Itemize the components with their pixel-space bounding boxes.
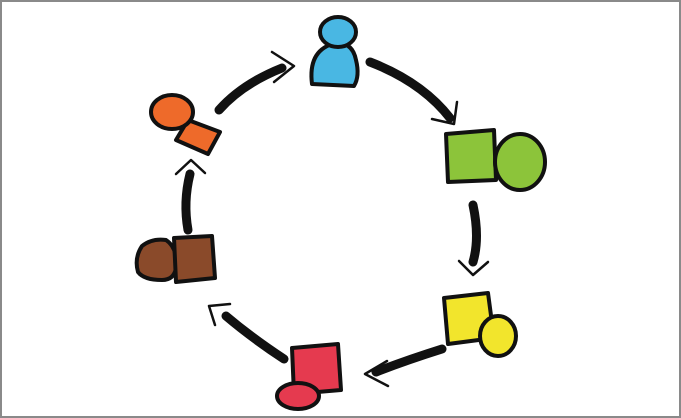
arrow-blue-to-green bbox=[365, 57, 459, 126]
node-yellow bbox=[442, 291, 518, 358]
arrow-red-to-brown bbox=[207, 302, 289, 364]
node-blue bbox=[309, 15, 360, 88]
node-green bbox=[444, 128, 547, 192]
arrow-yellow-to-red bbox=[363, 344, 447, 388]
node-red bbox=[275, 342, 343, 411]
node-orange bbox=[149, 93, 222, 156]
arrow-brown-to-orange bbox=[174, 158, 207, 235]
arrow-green-to-yellow bbox=[457, 200, 490, 277]
node-brown bbox=[134, 234, 217, 284]
arrow-orange-to-blue bbox=[214, 50, 296, 115]
